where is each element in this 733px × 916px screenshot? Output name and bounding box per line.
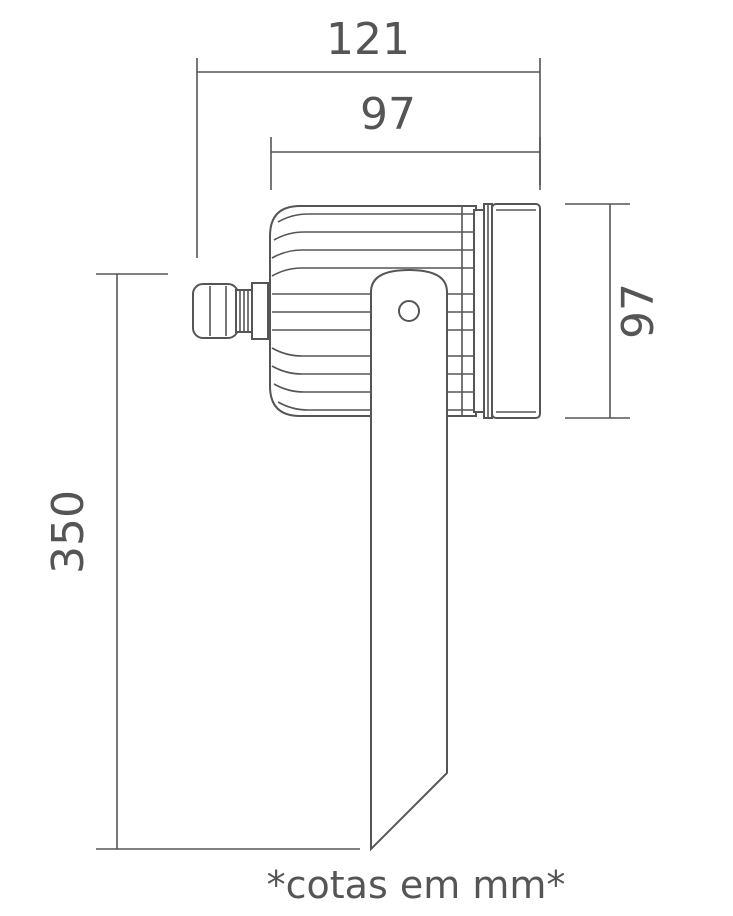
dimension-total-height: 350 [43, 273, 360, 850]
dimension-body-width: 97 [270, 89, 541, 190]
pivot-screw [398, 300, 420, 322]
dimension-label-overall-width: 121 [326, 14, 410, 65]
dimension-label-total-height: 350 [43, 490, 94, 574]
dimension-head-height: 97 [565, 203, 664, 419]
front-ring [473, 203, 493, 419]
dimension-label-body-width: 97 [360, 89, 416, 140]
dimension-label-head-height: 97 [613, 283, 664, 339]
lens-face [491, 203, 541, 419]
spotlight-drawing [192, 203, 541, 852]
ground-spike [370, 268, 448, 852]
units-note: *cotas em mm* [267, 863, 566, 907]
dimension-overall-width: 121 [196, 14, 541, 258]
cable-gland [192, 282, 269, 340]
